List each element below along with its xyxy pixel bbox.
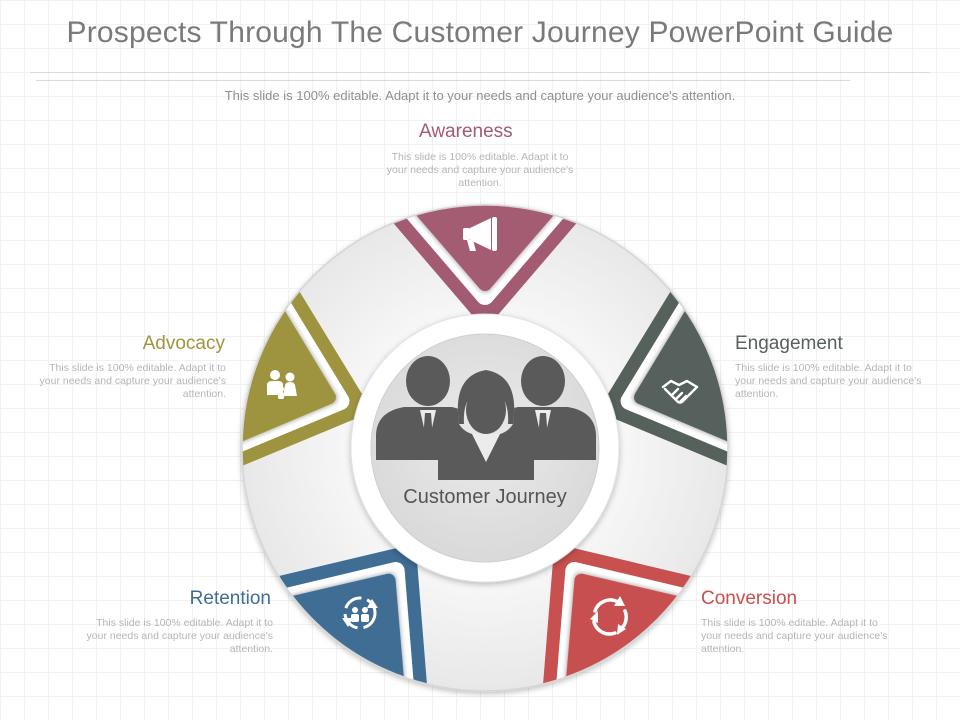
stage-label-awareness: Awareness <box>419 121 513 142</box>
people-group-icon <box>376 356 596 480</box>
stage-desc-advocacy: This slide is 100% editable. Adapt it to… <box>39 362 226 400</box>
outer-ring-edge <box>241 204 729 692</box>
stage-awareness-badge[interactable] <box>382 205 588 323</box>
slide-title: Prospects Through The Customer Journey P… <box>66 16 894 49</box>
stage-desc-awareness: This slide is 100% editable. Adapt it to… <box>386 151 574 189</box>
title-divider-secondary <box>36 80 850 81</box>
stage-label-retention: Retention <box>189 588 271 609</box>
stage-label-advocacy: Advocacy <box>142 333 225 354</box>
center-label: Customer Journey <box>403 486 567 508</box>
stage-desc-conversion: This slide is 100% editable. Adapt it to… <box>701 617 888 655</box>
slide-subtitle: This slide is 100% editable. Adapt it to… <box>224 88 736 103</box>
stage-desc-engagement: This slide is 100% editable. Adapt it to… <box>735 362 922 400</box>
stage-desc-retention: This slide is 100% editable. Adapt it to… <box>86 617 273 655</box>
stage-label-conversion: Conversion <box>701 588 798 609</box>
title-divider <box>30 72 930 73</box>
stage-label-engagement: Engagement <box>735 333 843 354</box>
